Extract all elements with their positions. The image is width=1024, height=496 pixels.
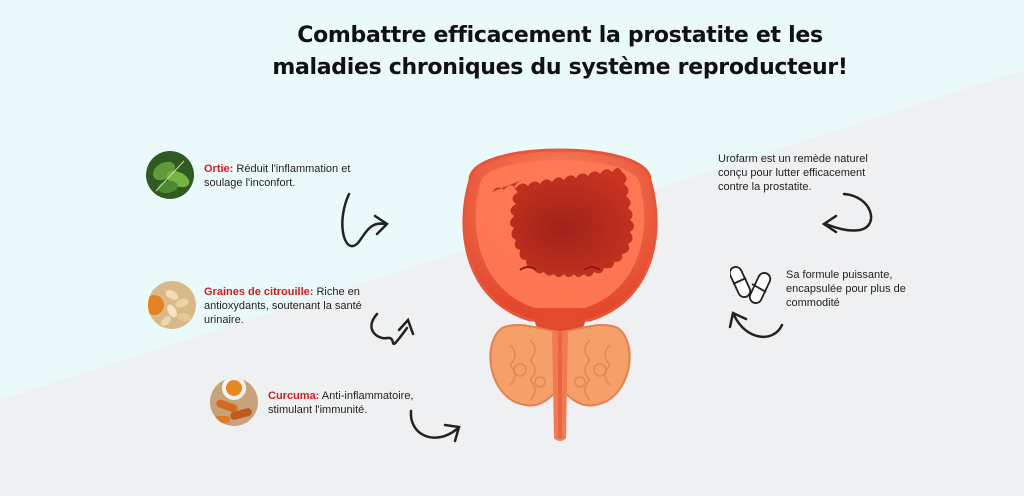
note-formula: Sa formule puissante, encapsulée pour pl… (786, 268, 906, 310)
ingredient-desc: soulage l'inconfort. (204, 177, 296, 189)
note-line: conçu pour lutter efficacement (718, 167, 866, 179)
arrow-4-icon (821, 192, 873, 234)
arrow-3-icon (409, 409, 461, 443)
note-line: Sa formule puissante, (786, 269, 893, 281)
ingredient-desc: antioxydants, soutenant la santé (204, 300, 362, 312)
ingredient-desc: urinaire. (204, 314, 244, 326)
arrow-2-icon (370, 312, 415, 346)
ingredient-graines-de-citrouille: Graines de citrouille: Riche en antioxyd… (204, 285, 362, 327)
ingredient-ortie: Ortie: Réduit l'inflammation et soulage … (204, 162, 350, 190)
nettle-leaf-icon (146, 151, 194, 199)
note-line: encapsulée pour plus de (786, 283, 906, 295)
ingredient-desc: stimulant l'immunité. (268, 404, 368, 416)
ingredient-desc: Réduit l'inflammation et (236, 163, 351, 175)
capsule-pills-icon (730, 266, 772, 304)
ingredient-name: Graines de citrouille: (204, 286, 314, 298)
prostate-bladder-illustration (462, 148, 658, 441)
pumpkin-seeds-icon (148, 281, 196, 329)
title-line-1: Combattre efficacement la prostatite et … (297, 23, 823, 48)
title-line-2: maladies chroniques du système reproduct… (272, 55, 848, 80)
ingredient-desc: Anti-inflammatoire, (321, 390, 414, 402)
note-line: contre la prostatite. (718, 181, 812, 193)
ingredient-curcuma: Curcuma: Anti-inflammatoire, stimulant l… (268, 389, 414, 417)
note-line: commodité (786, 297, 840, 309)
note-urofarm: Urofarm est un remède naturel conçu pour… (718, 152, 868, 194)
ingredient-desc: Riche en (316, 286, 360, 298)
page-title: Combattre efficacement la prostatite et … (200, 20, 920, 84)
turmeric-icon (210, 378, 258, 426)
note-line: Urofarm est un remède naturel (718, 153, 868, 165)
ingredient-name: Ortie: (204, 163, 234, 175)
arrow-1-icon (341, 192, 389, 248)
arrow-5-icon (728, 311, 784, 339)
ingredient-name: Curcuma: (268, 390, 320, 402)
